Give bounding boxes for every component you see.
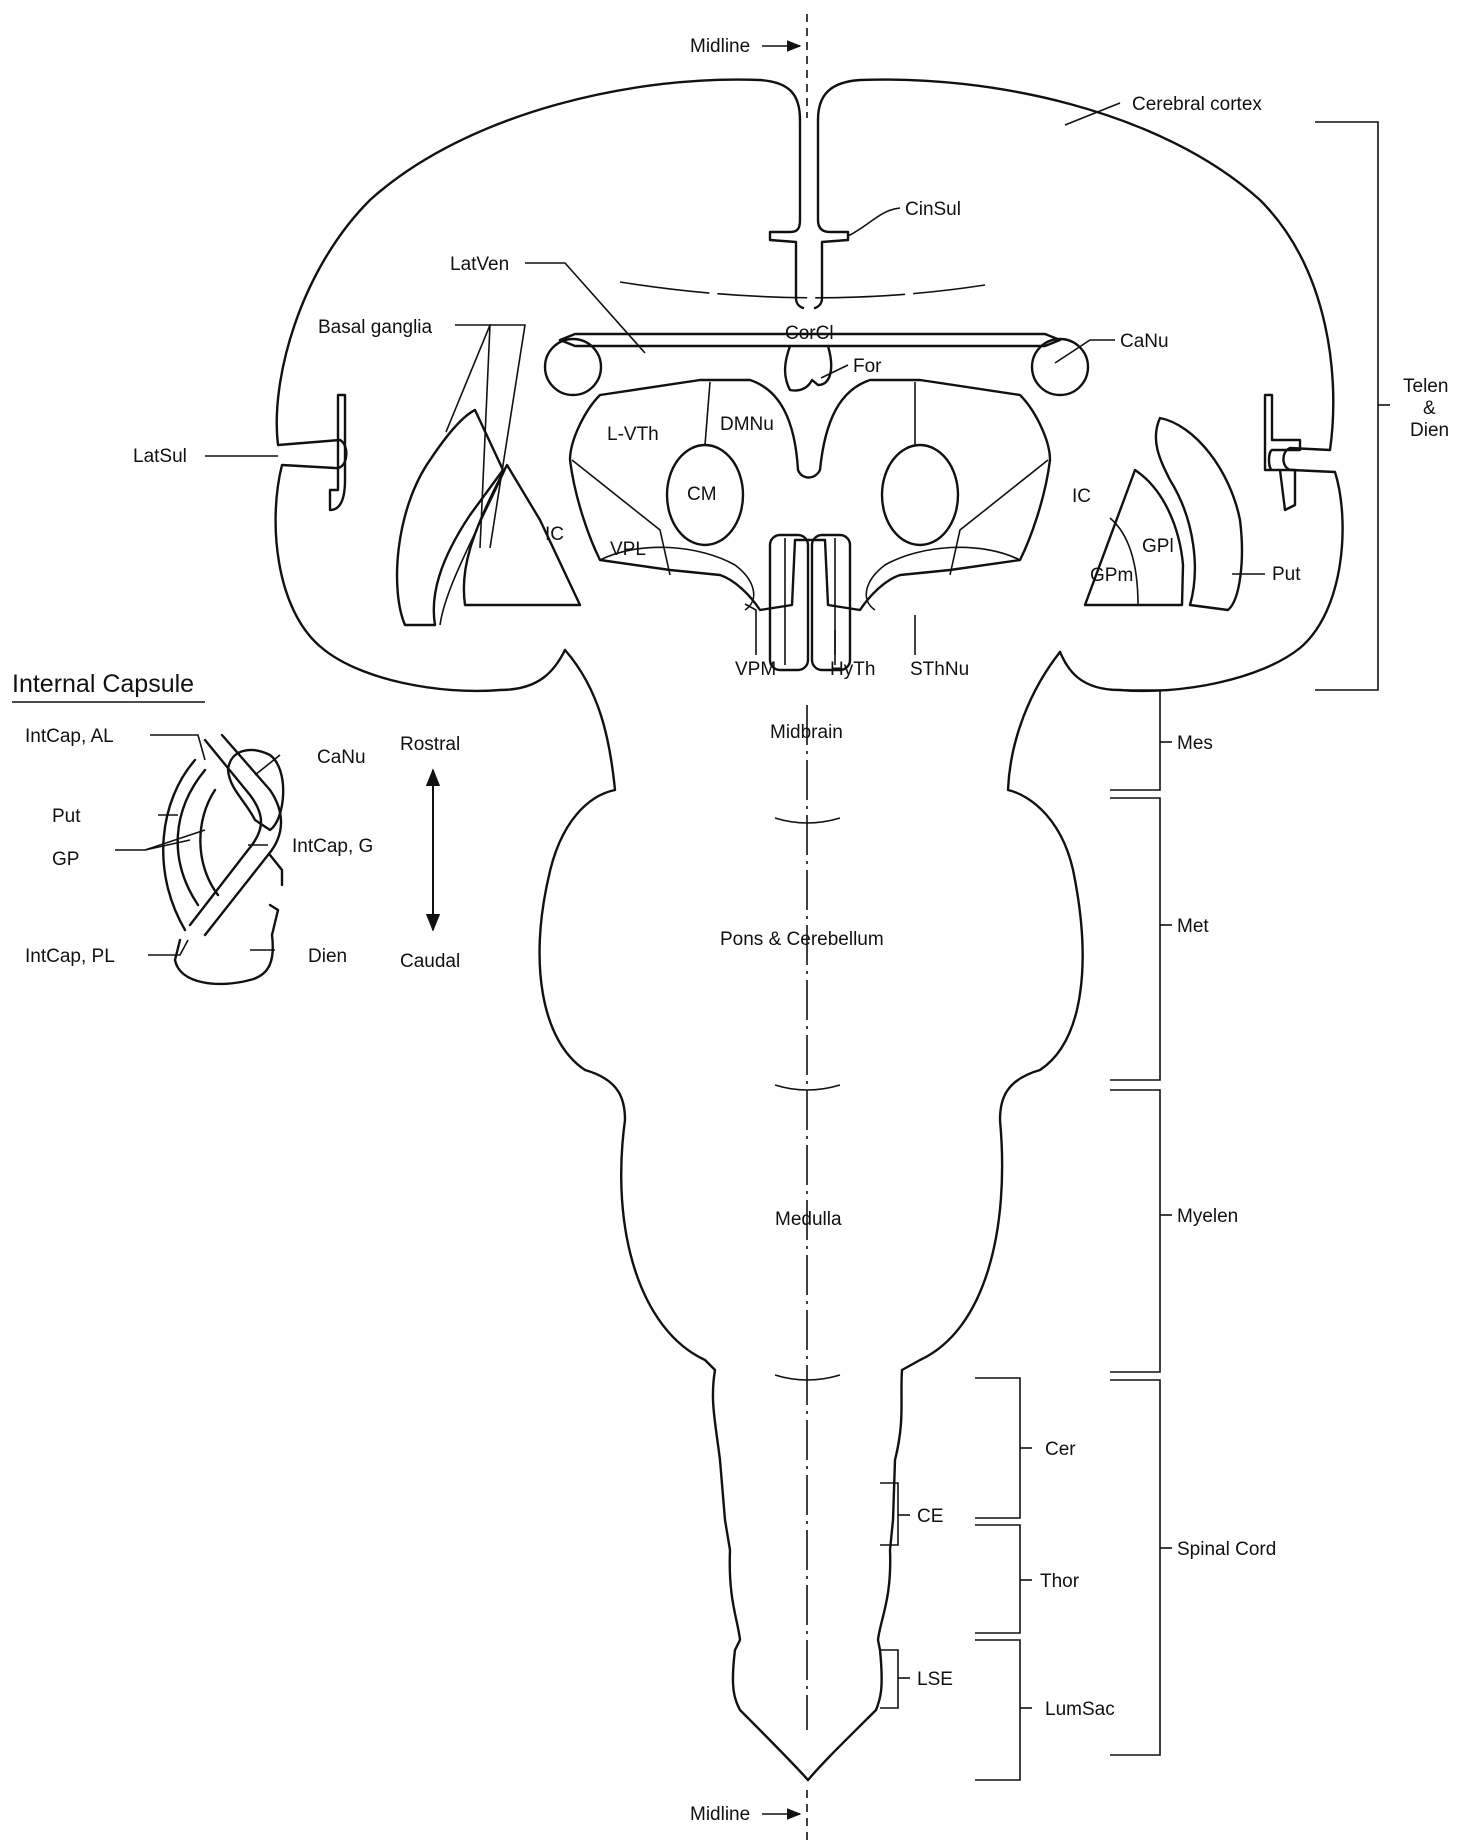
brainstem-outline	[540, 650, 808, 1780]
label-sthnu: SThNu	[910, 659, 969, 680]
ic-label-canu: CaNu	[317, 747, 366, 768]
ic-label-intcap-g: IntCap, G	[292, 836, 373, 857]
internal-capsule-title: Internal Capsule	[12, 670, 194, 698]
label-cerebral-cortex: Cerebral cortex	[1132, 94, 1262, 115]
label-latven: LatVen	[450, 254, 509, 275]
bracket-ce: CE	[917, 1506, 943, 1527]
label-canu: CaNu	[1120, 331, 1169, 352]
label-l-vth: L-VTh	[607, 424, 659, 445]
label-ic-left: IC	[545, 524, 564, 545]
bracket-thor: Thor	[1040, 1571, 1080, 1592]
thalamus	[570, 380, 1050, 610]
ic-label-dien: Dien	[308, 946, 347, 967]
basal-ganglia-right	[1156, 418, 1242, 610]
bracket-cer: Cer	[1045, 1439, 1076, 1460]
label-midbrain: Midbrain	[770, 722, 843, 743]
hypothalamus-right	[812, 535, 850, 670]
bracket-amp: &	[1423, 398, 1436, 419]
bracket-spinal-cord: Spinal Cord	[1177, 1539, 1276, 1560]
bracket-myelen: Myelen	[1177, 1206, 1238, 1227]
label-gpm: GPm	[1090, 565, 1133, 586]
label-cinsul: CinSul	[905, 199, 961, 220]
bracket-lse: LSE	[917, 1669, 953, 1690]
label-pons-cerebellum: Pons & Cerebellum	[720, 929, 884, 950]
label-medulla: Medulla	[775, 1209, 842, 1230]
label-for: For	[853, 356, 882, 377]
label-gpl: GPl	[1142, 536, 1174, 557]
basal-ganglia-left	[397, 410, 503, 625]
bracket-telen: Telen	[1403, 376, 1448, 397]
label-vpm: VPM	[735, 659, 776, 680]
label-hyth: HyTh	[830, 659, 875, 680]
left-hemisphere	[276, 80, 800, 691]
label-put: Put	[1272, 564, 1301, 585]
midline-label-top: Midline	[690, 36, 750, 57]
bracket-met: Met	[1177, 916, 1209, 937]
label-caudal: Caudal	[400, 951, 460, 972]
label-vpl: VPL	[610, 539, 646, 560]
label-cm: CM	[687, 484, 717, 505]
cm-right	[882, 445, 958, 545]
label-rostral: Rostral	[400, 734, 460, 755]
fornix	[785, 346, 831, 391]
label-ic-right: IC	[1072, 486, 1091, 507]
region-brackets	[880, 122, 1390, 1780]
ic-label-gp: GP	[52, 849, 79, 870]
bracket-lumsac: LumSac	[1045, 1699, 1115, 1720]
bracket-mes: Mes	[1177, 733, 1213, 754]
midline-label-bottom: Midline	[690, 1804, 750, 1825]
ic-label-intcap-al: IntCap, AL	[25, 726, 114, 747]
caudate-left	[545, 339, 601, 395]
ic-label-intcap-pl: IntCap, PL	[25, 946, 115, 967]
label-dmnu: DMNu	[720, 414, 774, 435]
bracket-dien: Dien	[1410, 420, 1449, 441]
label-basal-ganglia: Basal ganglia	[318, 317, 433, 338]
deep-structures	[397, 334, 1242, 670]
hypothalamus-left	[770, 535, 808, 670]
label-latsul: LatSul	[133, 446, 187, 467]
label-corcl: CorCl	[785, 323, 834, 344]
ic-label-put: Put	[52, 806, 81, 827]
